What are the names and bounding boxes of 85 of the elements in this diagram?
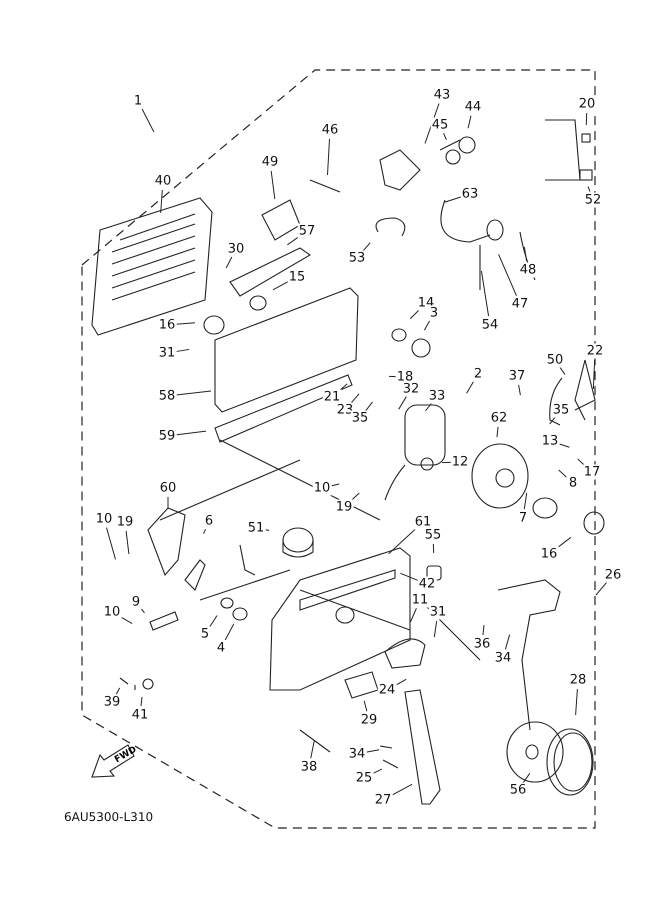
leader-line: [400, 572, 420, 582]
leader-line: [558, 470, 567, 478]
leader-line: [175, 322, 196, 325]
leader-line: [496, 426, 499, 438]
callout-number: 20: [578, 96, 596, 112]
leader-line: [175, 430, 207, 436]
leader-line: [577, 458, 586, 466]
leader-line: [270, 170, 276, 200]
leader-line: [160, 189, 163, 214]
callout-number: 26: [604, 568, 622, 582]
leader-line: [388, 376, 396, 378]
leader-line: [398, 396, 407, 410]
leader-line: [140, 696, 142, 707]
drawing-code: 6AU5300-L310: [64, 810, 154, 824]
leader-line: [549, 416, 556, 424]
leader-line: [116, 687, 120, 695]
leader-line: [175, 348, 190, 352]
leader-line: [226, 256, 232, 268]
leader-line: [327, 138, 330, 176]
leader-line: [424, 103, 440, 144]
leader-line: [365, 402, 373, 412]
callout-number: 22: [586, 344, 604, 358]
leader-line: [560, 366, 566, 376]
leader-line: [362, 242, 371, 252]
callout-number: 61: [414, 514, 432, 530]
leader-line: [388, 528, 417, 554]
leader-line: [365, 749, 380, 753]
leader-line: [595, 581, 608, 596]
leader-line: [466, 381, 474, 394]
callout-number: 32: [402, 382, 420, 396]
leader-line: [126, 530, 130, 555]
leader-line: [556, 536, 572, 550]
leader-line: [106, 527, 116, 560]
callout-number: 57: [298, 224, 316, 238]
leader-line: [443, 132, 447, 140]
leader-line: [518, 384, 521, 396]
leader-line: [209, 615, 218, 627]
leader-line: [338, 383, 348, 392]
callout-number: 17: [582, 464, 602, 480]
leader-line: [203, 528, 206, 534]
leader-line: [390, 784, 413, 796]
leader-line: [410, 608, 417, 622]
leader-line: [498, 254, 517, 296]
leader-line: [468, 115, 472, 129]
leader-line: [350, 492, 360, 502]
callout-number: 52: [584, 192, 602, 208]
leader-line: [586, 112, 588, 126]
leader-line: [425, 402, 432, 412]
leader-line: [442, 462, 452, 464]
leader-line: [272, 280, 290, 290]
leader-line: [175, 390, 212, 396]
callout-number: 15: [288, 270, 306, 284]
callout-number: 31: [428, 604, 448, 620]
leader-line: [480, 270, 490, 317]
leader-line: [434, 620, 438, 638]
leader-line: [141, 608, 145, 614]
leader-line: [588, 186, 590, 192]
callout-number: 35: [552, 402, 570, 418]
leader-line: [522, 772, 530, 784]
leader-line: [394, 678, 407, 686]
callout-number: 45: [430, 118, 450, 132]
callout-number: 10: [312, 480, 332, 496]
leader-line: [410, 308, 420, 320]
leader-line: [364, 700, 368, 712]
leader-line: [424, 320, 430, 331]
leader-line: [119, 616, 133, 624]
leader-line: [224, 623, 234, 641]
leader-line: [310, 740, 315, 759]
leader-line: [592, 360, 596, 390]
leader-line: [482, 624, 485, 636]
leader-line: [524, 492, 528, 510]
leader-line: [432, 544, 434, 554]
callout-number: 33: [428, 388, 446, 404]
leader-line: [372, 768, 382, 774]
leader-line: [350, 393, 360, 404]
callout-number: 11: [410, 592, 430, 608]
leader-line: [444, 196, 462, 203]
callout-number: 10: [102, 604, 122, 620]
leader-line: [504, 634, 510, 650]
leader-line: [524, 246, 528, 262]
callout-number: 48: [518, 262, 538, 278]
callout-number: 50: [546, 352, 564, 368]
leader-line: [558, 443, 570, 448]
leader-line: [575, 688, 578, 716]
leader-line: [142, 108, 154, 132]
